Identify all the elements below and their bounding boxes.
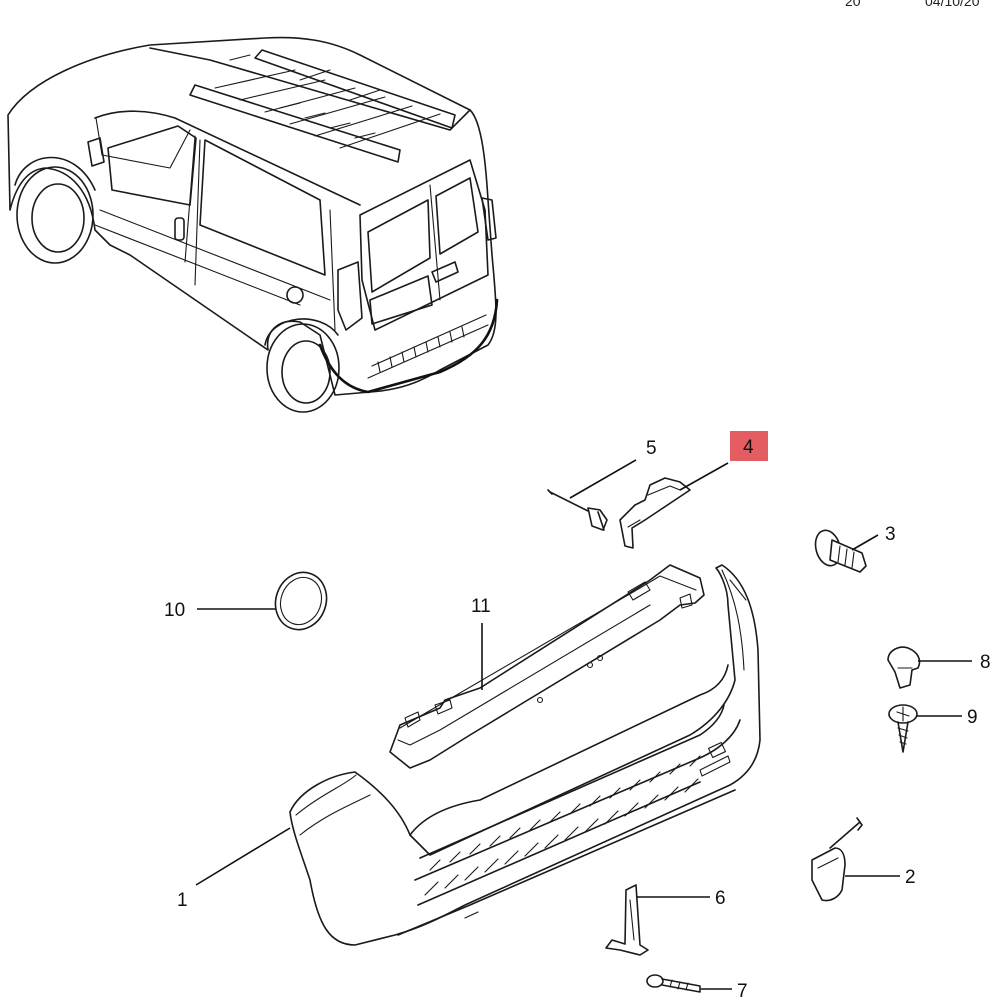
part-4-bracket [619,477,691,549]
callout-6: 6 [715,888,726,909]
callout-9: 9 [967,707,978,728]
callout-10: 10 [164,600,185,621]
part-9-screw [888,704,918,753]
callout-4-highlight [730,431,768,461]
leader-1 [195,827,291,886]
callout-8: 8 [980,652,991,673]
part-6-bracket [605,884,649,956]
part-1-rear-bumper [289,564,761,946]
part-11-bumper-reinforcement [389,564,705,769]
part-7-screw [646,974,701,993]
header-code-right: 04/10/20 [925,0,980,9]
leader-lines [195,459,972,990]
callout-3: 3 [885,524,896,545]
leader-5 [569,459,637,499]
part-3-bolt [814,529,867,573]
part-10-cap [274,571,328,631]
part-5-rivet [547,489,608,531]
van-illustration [7,36,499,413]
callout-11: 11 [471,596,491,617]
callout-1: 1 [177,890,188,911]
part-2-tow-cover [811,817,863,902]
callout-5: 5 [646,438,657,459]
part-8-clip [887,646,921,689]
callout-4: 4 [743,437,754,458]
callout-labels: 1 2 3 4 5 6 7 8 9 10 11 [164,431,991,1000]
leader-4 [679,462,729,491]
front-wheel [16,166,94,264]
leader-3 [851,534,879,551]
header-code-left: 20 [845,0,861,9]
callout-2: 2 [905,867,916,888]
rear-wheel [266,323,340,413]
callout-7: 7 [737,981,748,1000]
